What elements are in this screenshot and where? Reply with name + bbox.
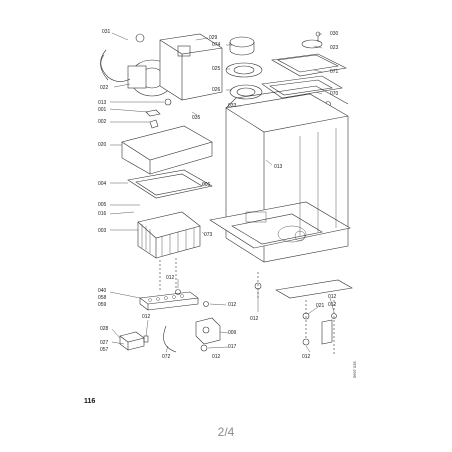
part-number-012-f: 012 (302, 354, 311, 360)
part-number-012-a: 012 (166, 275, 175, 281)
page-indicator: 2/4 (217, 425, 235, 439)
part-number-009: 009 (228, 330, 237, 336)
part-number-001: 001 (98, 107, 107, 113)
exploded-view-diagram: 031 029 074 030 023 025 071 022 026 070 … (98, 29, 353, 360)
part-number-059: 059 (98, 302, 107, 308)
part-number-013-casing: 013 (274, 164, 283, 170)
flue-connection-part (225, 36, 263, 100)
part-number-012-h: 012 (212, 354, 221, 360)
part-number-058: 058 (98, 295, 107, 301)
part-number-012-c: 012 (250, 316, 259, 322)
part-number-labels: 031 029 074 030 023 025 071 022 026 070 … (98, 29, 339, 360)
pump-part (119, 331, 149, 351)
leader-lines (109, 32, 335, 353)
drawing-code: 5697 035 (352, 361, 357, 378)
part-number-012-b: 012 (228, 302, 237, 308)
boiler-casing-part (209, 85, 353, 299)
part-number-021: 021 (316, 303, 325, 309)
terminal-strip-part (139, 258, 199, 311)
gas-valve-part (163, 317, 221, 353)
part-number-057: 057 (100, 347, 109, 353)
part-number-025: 025 (212, 66, 221, 72)
exploded-parts-sheet: 031 029 074 030 023 025 071 022 026 070 … (84, 29, 357, 405)
part-number-012-d: 012 (328, 294, 337, 300)
frame-part (127, 169, 213, 199)
part-number-035: 035 (192, 115, 201, 121)
part-number-031: 031 (102, 29, 111, 35)
part-number-073: 073 (204, 232, 213, 238)
part-number-002: 002 (98, 119, 107, 125)
part-number-022: 022 (100, 85, 109, 91)
combustion-chamber-part (121, 125, 213, 175)
part-number-003: 003 (98, 228, 107, 234)
part-number-074: 074 (212, 42, 221, 48)
fittings-part (175, 272, 337, 356)
part-number-012-g: 012 (142, 314, 151, 320)
part-number-028: 028 (100, 326, 109, 332)
part-number-005: 005 (98, 202, 107, 208)
page-number: 116 (84, 398, 96, 405)
part-number-017: 017 (228, 344, 237, 350)
part-number-004: 004 (98, 181, 107, 187)
air-box-part (159, 33, 223, 101)
part-number-026: 026 (212, 87, 221, 93)
part-number-033: 033 (228, 103, 237, 109)
cover-plates-part (261, 31, 347, 107)
burner-parts (145, 98, 172, 129)
part-number-070: 070 (330, 91, 339, 97)
part-number-012-e: 012 (328, 302, 337, 308)
part-number-029: 029 (209, 35, 218, 41)
part-number-030: 030 (330, 31, 339, 37)
part-number-071: 071 (330, 69, 339, 75)
part-number-027: 027 (100, 340, 109, 346)
part-number-013: 013 (98, 100, 107, 106)
part-number-072: 072 (162, 354, 171, 360)
part-number-006: 006 (202, 182, 211, 188)
part-number-020: 020 (98, 142, 107, 148)
part-number-016: 016 (98, 211, 107, 217)
part-number-023: 023 (330, 45, 339, 51)
part-number-040: 040 (98, 288, 107, 294)
heat-exchanger-part (137, 211, 201, 259)
